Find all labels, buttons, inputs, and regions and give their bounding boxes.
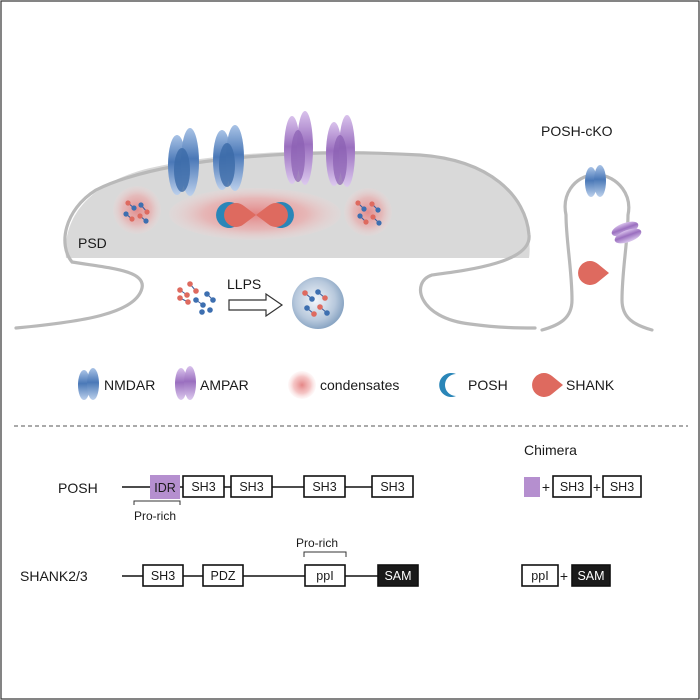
posh-domain-diagram: POSH IDR SH3 SH3 SH3 SH3 Pro-rich xyxy=(58,475,414,523)
spine-membrane xyxy=(14,151,537,330)
chimera-sh3-label-2: SH3 xyxy=(610,480,634,494)
ampar-receptor-1 xyxy=(284,111,313,185)
left-condensate xyxy=(113,186,161,234)
cko-shank-icon xyxy=(578,260,609,285)
cko-label: POSH-cKO xyxy=(541,123,613,139)
posh-sh3-domain-1 xyxy=(182,475,225,498)
shank-pro-rich-label: Pro-rich xyxy=(296,536,338,550)
shank-sh3-label: SH3 xyxy=(151,569,175,583)
llps-label: LLPS xyxy=(227,276,261,292)
llps-droplet xyxy=(292,277,344,329)
nmdar-receptor-1 xyxy=(168,128,199,196)
chimera-plus-2: + xyxy=(593,479,601,495)
shank-domain-label: SHANK2/3 xyxy=(20,568,88,584)
posh-pro-rich-bracket xyxy=(133,500,181,505)
nmdar-receptor-2 xyxy=(213,125,244,191)
chimera-plus-3: + xyxy=(560,568,568,584)
posh-sh3-label-4: SH3 xyxy=(380,480,404,494)
posh-sh3-label-2: SH3 xyxy=(239,480,263,494)
legend-ampar-icon xyxy=(175,366,196,400)
chimera-label: Chimera xyxy=(524,442,577,458)
legend-shank-icon xyxy=(532,373,563,398)
idr-domain xyxy=(150,475,180,499)
llps-scattered-molecules xyxy=(177,281,216,315)
shank-pro-rich-bracket xyxy=(303,551,347,557)
condensate-cloud xyxy=(169,188,341,240)
shank-sam-domain xyxy=(377,564,419,587)
legend-condensate-icon xyxy=(288,371,316,399)
shank-icon xyxy=(224,203,256,228)
posh-icon xyxy=(216,202,236,229)
shank-chimera: ppI + SAM xyxy=(521,564,611,587)
shank-icon xyxy=(256,203,288,228)
legend-label-condensates: condensates xyxy=(320,377,399,393)
posh-sh3-domain-4 xyxy=(371,475,414,498)
legend: NMDAR AMPAR condensates POSH SHANK xyxy=(78,366,615,400)
legend-label-ampar: AMPAR xyxy=(200,377,249,393)
legend-nmdar-icon xyxy=(78,368,99,400)
chimera-ppi-domain xyxy=(521,564,559,587)
chimera-sam-label: SAM xyxy=(577,569,604,583)
cko-ampar xyxy=(611,221,642,244)
shank-ppi-domain xyxy=(304,564,346,587)
ampar-receptor-2 xyxy=(326,115,355,187)
cko-spine-membrane xyxy=(540,172,654,332)
legend-label-posh: POSH xyxy=(468,377,508,393)
shank-pdz-label: PDZ xyxy=(211,569,236,583)
chimera-sh3-domain-2 xyxy=(602,475,642,498)
legend-posh-icon xyxy=(439,373,456,398)
shank-domain-diagram: SHANK2/3 SH3 PDZ ppI SAM Pro-rich xyxy=(20,536,419,587)
chimera-ppi-label: ppI xyxy=(531,569,548,583)
legend-label-shank: SHANK xyxy=(566,377,615,393)
chimera-idr-domain xyxy=(524,477,540,497)
llps-arrow-icon xyxy=(228,292,284,318)
cko-nmdar xyxy=(585,165,606,197)
shank-pdz-domain xyxy=(202,564,244,587)
chimera-sh3-domain-1 xyxy=(552,475,592,498)
legend-label-nmdar: NMDAR xyxy=(104,377,155,393)
right-condensate xyxy=(344,188,392,236)
posh-sh3-label-3: SH3 xyxy=(312,480,336,494)
posh-chimera: + SH3 + SH3 xyxy=(524,475,642,498)
central-condensate xyxy=(169,188,341,240)
posh-pro-rich-label: Pro-rich xyxy=(134,509,176,523)
posh-domain-label: POSH xyxy=(58,480,98,496)
idr-domain-label: IDR xyxy=(154,481,176,495)
shank-ppi-label: ppI xyxy=(316,569,333,583)
chimera-sam-domain xyxy=(571,564,611,587)
posh-icon xyxy=(274,202,294,229)
shank-sh3-domain xyxy=(142,564,184,587)
posh-sh3-domain-2 xyxy=(230,475,273,498)
shank-sam-label: SAM xyxy=(384,569,411,583)
posh-sh3-label-1: SH3 xyxy=(191,480,215,494)
chimera-plus-1: + xyxy=(542,479,550,495)
psd-label: PSD xyxy=(78,235,107,251)
posh-sh3-domain-3 xyxy=(303,475,346,498)
chimera-sh3-label-1: SH3 xyxy=(560,480,584,494)
